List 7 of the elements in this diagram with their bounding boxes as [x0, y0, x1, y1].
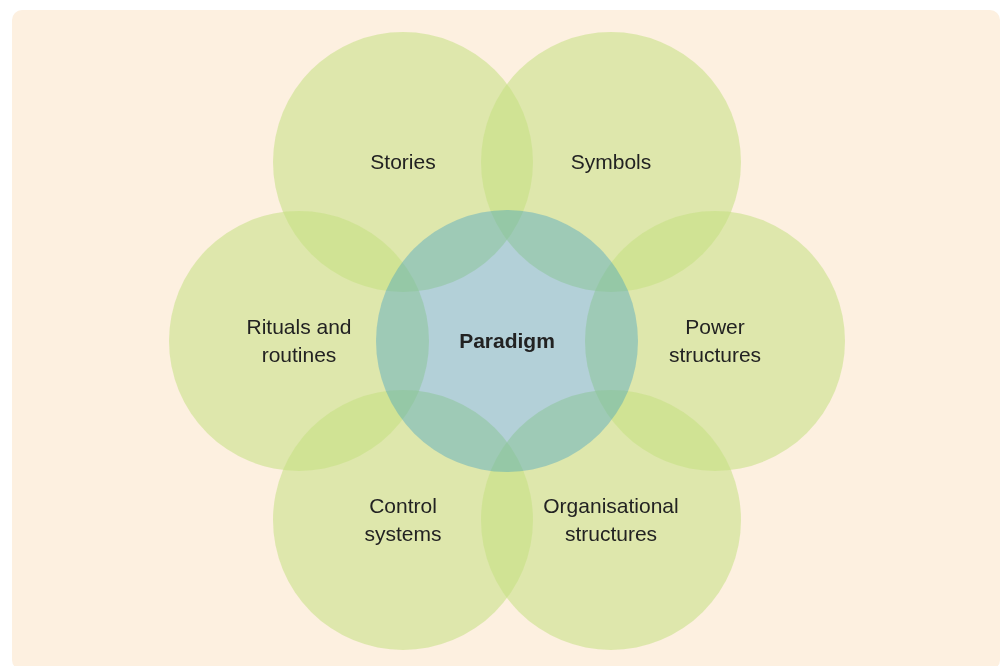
circle-label: Paradigm: [459, 328, 555, 354]
circle-label: Symbols: [570, 149, 652, 175]
circle-label: Stories: [370, 149, 436, 175]
circle-label: Organisational structures: [542, 493, 680, 547]
circle-label: Rituals and routines: [245, 314, 353, 368]
circle-label: Control systems: [363, 493, 443, 547]
circle-label: Power structures: [667, 314, 763, 368]
